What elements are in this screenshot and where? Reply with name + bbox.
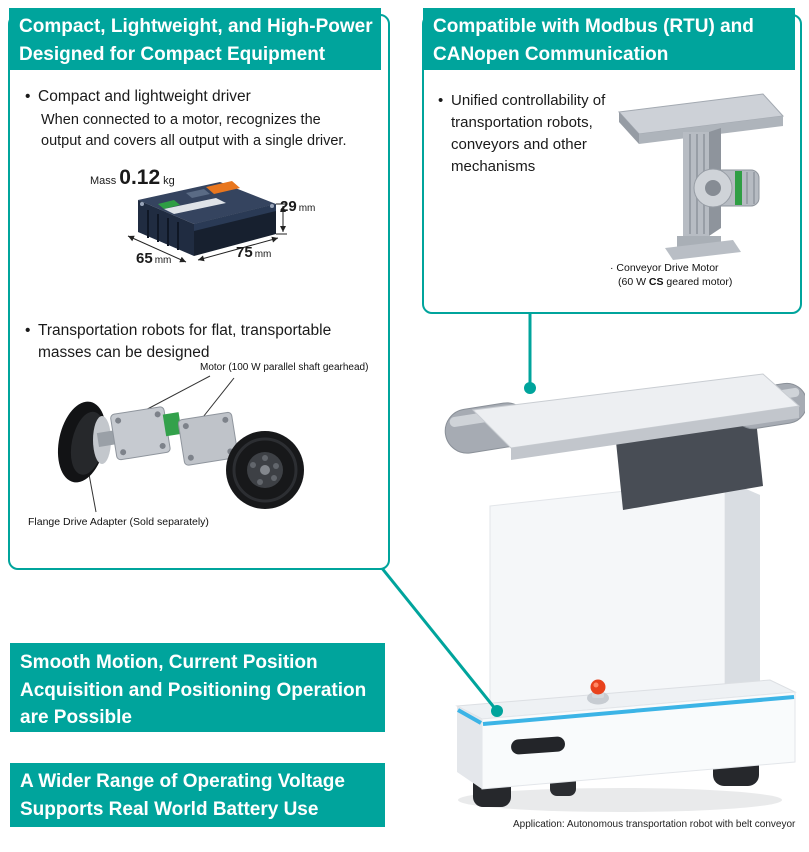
frame-base-plate: [665, 240, 741, 260]
adapter-callout-label: Flange Drive Adapter (Sold separately): [28, 516, 209, 528]
conveyor-belt-edge: [511, 406, 799, 460]
motor-callout-line: [137, 375, 211, 415]
right-banner-line1: Compatible with Modbus (RTU) and: [433, 16, 754, 37]
base-stripe-front: [482, 695, 795, 726]
dimension-height-unit: mm: [298, 203, 316, 214]
feature-box-compact-driver: Compact, Lightweight, and High-Power Des…: [8, 8, 390, 570]
mount-panel-front: [639, 116, 783, 144]
caption-brand: CS: [648, 276, 664, 288]
driver-screw: [270, 204, 274, 208]
driver-green-label: [158, 200, 180, 209]
conveyor-motor-caption-line1: · Conveyor Drive Motor: [610, 262, 719, 274]
mass-spec: Mass 0.12 kg: [90, 166, 175, 190]
driver-description: When connected to a motor, recognizes th…: [41, 112, 347, 149]
dimension-width-unit: mm: [154, 255, 172, 266]
gear-motor-assembly: [96, 406, 239, 466]
caption-post: geared motor): [663, 276, 733, 288]
motor-shaft: [705, 180, 721, 196]
smooth-motion-banner: Smooth Motion, Current Position Acquisit…: [10, 643, 385, 732]
motor-green-band: [735, 171, 742, 205]
mass-label: Mass: [90, 175, 117, 187]
voltage-banner-line1: A Wider Range of Operating Voltage: [20, 771, 345, 792]
estop-button-highlight: [593, 682, 599, 688]
base-left-face: [457, 706, 482, 789]
dimension-depth-unit: mm: [254, 249, 272, 260]
dim-line-width: [127, 235, 187, 263]
estop-button: [590, 679, 606, 695]
chassis-illustration: [57, 375, 304, 513]
application-robot-illustration: [444, 373, 805, 812]
dim-line-depth: [197, 236, 279, 262]
conveyor-motor-caption-line2: (60 W CS geared motor): [618, 276, 732, 288]
sensor-window: [511, 736, 565, 755]
dimension-width-value: 65: [136, 250, 153, 267]
driver-screw: [140, 202, 144, 206]
dimension-height-value: 29: [280, 198, 297, 215]
mass-unit: kg: [163, 175, 175, 187]
smooth-banner-line3: are Possible: [20, 707, 132, 728]
voltage-range-banner: A Wider Range of Operating Voltage Suppo…: [10, 763, 385, 827]
motor-callout-label: Motor (100 W parallel shaft gearhead): [200, 362, 369, 373]
voltage-banner-line2: Supports Real World Battery Use: [20, 798, 319, 820]
mass-value: 0.12: [119, 166, 161, 189]
chassis-right-wheel: [226, 431, 304, 509]
bullet-unified-control: Unified controllability of transportatio…: [438, 90, 619, 178]
application-caption: Application: Autonomous transportation r…: [513, 819, 796, 830]
right-banner: Compatible with Modbus (RTU) and CANopen…: [423, 8, 795, 70]
ground-shadow: [458, 788, 782, 812]
caption-pre: (60 W: [618, 276, 649, 288]
right-banner-line2: CANopen Communication: [433, 43, 669, 65]
dimension-depth-value: 75: [236, 244, 253, 261]
base-stripe-left: [457, 708, 482, 725]
driver-terminal-band: [194, 204, 276, 231]
body-side-face: [725, 480, 760, 708]
left-banner-line1: Compact, Lightweight, and High-Power: [19, 16, 373, 37]
driver-illustration: [127, 181, 287, 263]
left-banner: Compact, Lightweight, and High-Power Des…: [9, 8, 381, 70]
feature-box-communication: Compatible with Modbus (RTU) and CANopen…: [422, 8, 802, 314]
bullet-transport-robots: Transportation robots for flat, transpor…: [25, 320, 378, 364]
smooth-banner-line1: Smooth Motion, Current Position: [20, 652, 318, 673]
driver-orange-connector: [206, 181, 240, 194]
conveyor-motor-illustration: [617, 93, 785, 260]
bullet-compact-driver: Compact and lightweight driver: [25, 86, 251, 108]
mount-panel-side: [619, 112, 639, 144]
smooth-banner-line2: Acquisition and Positioning Operation: [20, 679, 367, 701]
driver-gray-connector: [186, 189, 210, 198]
left-banner-line2: Designed for Compact Equipment: [19, 43, 326, 65]
driver-label-sticker: [164, 198, 226, 214]
